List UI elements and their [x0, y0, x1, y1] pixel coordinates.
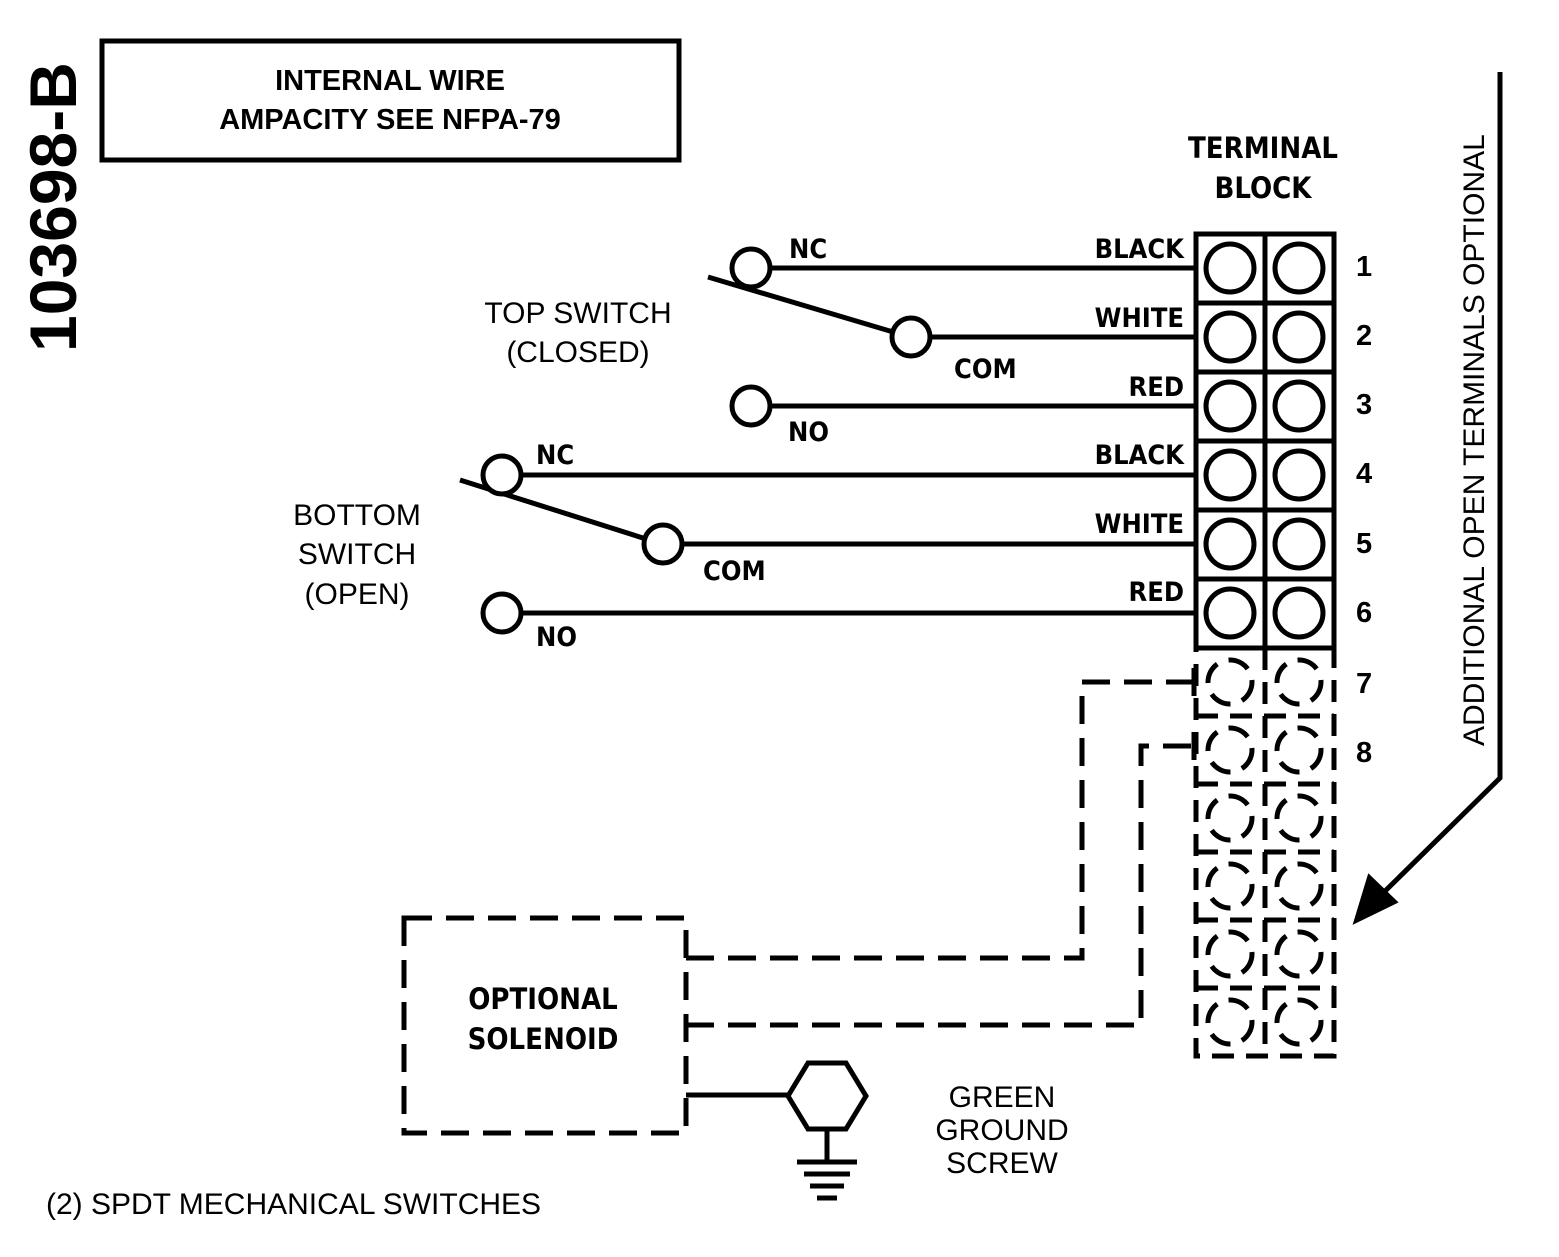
bottom-switch: [459, 453, 685, 635]
top-switch-nc-label: NC: [789, 234, 827, 265]
bottom-switch-com-label: COM: [703, 556, 766, 587]
terminal-screw-icon: [1272, 310, 1326, 364]
terminal-screw-icon: [1272, 448, 1326, 502]
terminal-screw-icon: [1272, 517, 1326, 571]
optional-terminal-screw-icon: [1205, 861, 1255, 911]
terminal-screw-icon: [1272, 241, 1326, 295]
bottom-switch-nc-label: NC: [536, 440, 574, 471]
terminal-number-2: 2: [1356, 320, 1372, 352]
bottom-switch-label-1: BOTTOM: [293, 499, 421, 532]
ground-label-3: SCREW: [946, 1147, 1058, 1180]
top-switch-com-label: COM: [954, 354, 1017, 385]
note-box: [99, 38, 682, 163]
top-switch-no-label: NO: [788, 417, 829, 448]
terminal-number-3: 3: [1356, 389, 1372, 421]
terminal-number-1: 1: [1356, 251, 1372, 283]
optional-terminal-screw-icon: [1274, 997, 1324, 1047]
bottom-switch-no-label: NO: [536, 622, 577, 653]
top-switch: [707, 246, 933, 428]
optional-terminal-screw-icon: [1274, 657, 1324, 707]
optional-terminal-screw-icon: [1205, 793, 1255, 843]
optional-terminals-note: ADDITIONAL OPEN TERMINALS OPTIONAL: [1458, 134, 1491, 746]
switch-contact-icon: [641, 522, 685, 566]
terminal-screw-icon: [1203, 379, 1257, 433]
top-switch-label-1: TOP SWITCH: [484, 297, 671, 330]
optional-terminal-screw-icon: [1205, 997, 1255, 1047]
note-line-1: INTERNAL WIRE: [275, 65, 505, 97]
optional-terminal-screw-icon: [1274, 861, 1324, 911]
terminal-block-title-2: BLOCK: [1214, 171, 1313, 205]
ground-label-1: GREEN: [949, 1081, 1056, 1114]
solenoid-wire-to-terminal-8: [686, 743, 1205, 1028]
footer-note: (2) SPDT MECHANICAL SWITCHES: [46, 1188, 541, 1221]
solenoid-label-1: OPTIONAL: [468, 982, 618, 1016]
solenoid-label-2: SOLENOID: [468, 1022, 619, 1056]
terminal-screw-icon: [1203, 517, 1257, 571]
terminal-screw-icon: [1203, 448, 1257, 502]
ground-label-2: GROUND: [935, 1114, 1068, 1147]
terminal-number-8: 8: [1356, 737, 1372, 769]
optional-terminal-screw-icon: [1274, 929, 1324, 979]
optional-terminal-screw-icon: [1205, 929, 1255, 979]
optional-terminal-screw-icon: [1205, 657, 1255, 707]
terminal-screw-icon: [1203, 586, 1257, 640]
wire-set: [522, 265, 1196, 616]
wire-color-label: WHITE: [1095, 303, 1184, 334]
pointer-arrow-icon: [1352, 72, 1503, 925]
switch-contact-icon: [889, 315, 933, 359]
terminal-screw-icon: [1272, 586, 1326, 640]
note-line-2: AMPACITY SEE NFPA-79: [219, 104, 561, 136]
terminal-number-4: 4: [1356, 458, 1372, 490]
terminal-screw-icon: [1203, 310, 1257, 364]
optional-terminal-screw-icon: [1274, 793, 1324, 843]
solenoid-wiring: [686, 668, 1205, 1028]
optional-terminal-block: [1193, 645, 1337, 1059]
optional-terminal-screw-icon: [1274, 725, 1324, 775]
switch-contact-icon: [729, 384, 773, 428]
wire-color-label: WHITE: [1095, 509, 1184, 540]
wire-color-label: BLACK: [1095, 234, 1186, 265]
wire-color-label: RED: [1129, 372, 1184, 403]
terminal-screw-icon: [1272, 379, 1326, 433]
terminal-number-6: 6: [1356, 597, 1372, 629]
terminal-block: [1193, 231, 1337, 651]
terminal-number-7: 7: [1356, 668, 1372, 700]
switch-lever: [707, 274, 911, 340]
switch-contact-icon: [480, 591, 524, 635]
ground-screw-icon: [686, 1060, 869, 1201]
terminal-number-5: 5: [1356, 528, 1372, 560]
wire-color-label: RED: [1129, 577, 1184, 608]
terminal-block-title-1: TERMINAL: [1188, 131, 1338, 165]
terminal-screw-icon: [1203, 241, 1257, 295]
switch-contact-icon: [480, 453, 524, 497]
drawing-number: 103698-B: [16, 62, 90, 352]
wire-color-label: BLACK: [1095, 440, 1186, 471]
bottom-switch-label-3: (OPEN): [305, 578, 410, 611]
bottom-switch-label-2: SWITCH: [298, 538, 416, 571]
top-switch-label-2: (CLOSED): [506, 336, 649, 369]
optional-terminal-screw-icon: [1205, 725, 1255, 775]
solenoid-wire-to-terminal-7: [686, 679, 1205, 961]
switch-contact-icon: [729, 246, 773, 290]
